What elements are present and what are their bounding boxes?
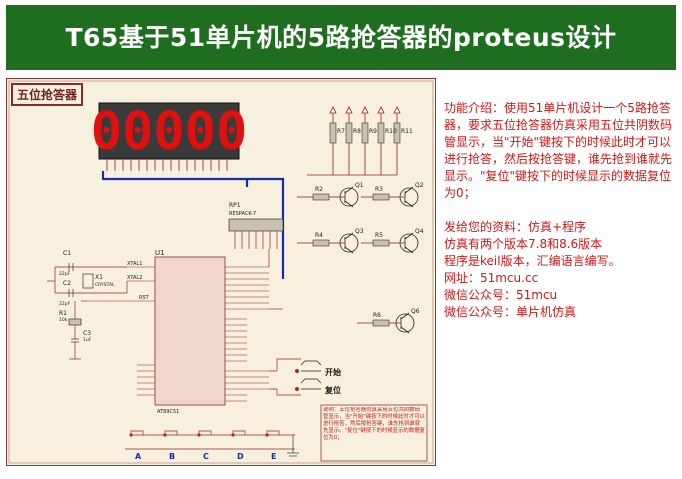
inner-border xyxy=(8,80,434,464)
crystal-value: CRYSTAL xyxy=(95,282,115,288)
resistor-label: R9 xyxy=(369,128,377,135)
base-resistor-label: R5 xyxy=(375,232,383,239)
oscillator-labels: C1 22pF C2 22pF X1 CRYSTAL R1 10k C3 1uF xyxy=(59,250,115,343)
display-digits: 00000 xyxy=(91,102,248,162)
cap-value: 1uF xyxy=(83,337,92,343)
cap-label: C2 xyxy=(63,280,71,287)
resistor-label: R8 xyxy=(353,128,361,135)
oscillator-circuit xyxy=(47,263,128,360)
key-label-e: E xyxy=(271,452,276,461)
rp-label: RP1 xyxy=(229,202,241,209)
base-resistor-label: R6 xyxy=(373,312,381,319)
key-labels: A B C D E xyxy=(135,452,276,461)
wechat-line: 微信公众号：51mcu xyxy=(444,288,558,302)
schematic-frame-label: 五位抢答器 xyxy=(11,83,84,106)
start-label: 开始 xyxy=(325,367,341,377)
seven-segment-display: 00000 xyxy=(91,102,248,171)
pin-xtal1: XTAL1 xyxy=(127,261,142,267)
rp-value: RESPACK-7 xyxy=(229,211,256,217)
note-box: 说明：五位抢答器仿真采用五位共阴数码管显示，当"开始"键按下的时候此时才可以进行… xyxy=(320,404,428,462)
cap-label: C3 xyxy=(83,330,91,337)
pin-rst: RST xyxy=(139,295,150,301)
key-dots xyxy=(129,433,269,437)
note-text: 说明：五位抢答器仿真采用五位共阴数码管显示，当"开始"键按下的时候此时才可以进行… xyxy=(323,407,425,441)
base-resistors: R2 R3 R4 R5 R6 Q1 Q2 Q3 Q4 Q6 xyxy=(297,182,424,327)
pin-xtal2: XTAL2 xyxy=(127,275,142,281)
display-body xyxy=(98,102,240,160)
info-line: 发给您的资料：仿真+程序 xyxy=(444,220,587,234)
reset-res-label: R1 xyxy=(59,310,67,317)
cap-value: 22pF xyxy=(59,301,71,307)
base-resistor-label: R3 xyxy=(375,186,383,193)
schematic-drawing: 00000 xyxy=(8,80,434,464)
key-label-b: B xyxy=(169,452,175,461)
description-panel: 功能介绍：使用51单片机设计一个5路抢答器，要求五位抢答器仿真采用五位共阴数码管… xyxy=(444,100,676,321)
reset-res-value: 10k xyxy=(59,317,68,323)
transistor-label: Q2 xyxy=(415,182,424,189)
transistor-label: Q1 xyxy=(355,182,364,189)
resistor-label: R7 xyxy=(337,128,345,135)
cap-value: 22pF xyxy=(59,271,71,277)
display-pins xyxy=(106,159,228,171)
wechat-line: 微信公众号：单片机仿真 xyxy=(444,305,577,319)
mcu-chip: U1 AT89C51 XTAL1 XTAL2 xyxy=(87,249,301,415)
info-line: 程序是keil版本，汇编语言编写。 xyxy=(444,254,621,268)
mcu-label: U1 xyxy=(155,249,165,257)
control-buttons xyxy=(295,360,322,391)
mcu-part: AT89C51 xyxy=(157,409,179,415)
info-line: 仿真有两个版本7.8和8.6版本 xyxy=(444,237,603,251)
key-label-d: D xyxy=(237,452,244,461)
crystal-label: X1 xyxy=(95,274,103,281)
top-resistor-array: R7 R8 R9 R10 R11 xyxy=(307,106,413,176)
key-label-a: A xyxy=(135,452,142,461)
transistor-label: Q3 xyxy=(355,228,364,235)
key-label-c: C xyxy=(203,452,209,461)
resistor-pack: RP1 RESPACK-7 xyxy=(228,202,284,249)
feature-intro: 功能介绍：使用51单片机设计一个5路抢答器，要求五位抢答器仿真采用五位共阴数码管… xyxy=(444,101,673,200)
schematic-canvas[interactable]: 00000 xyxy=(6,78,436,466)
website-line: 网址：51mcu.cc xyxy=(444,271,539,285)
page-title: T65基于51单片机的5路抢答器的proteus设计 xyxy=(65,23,617,52)
transistor-label: Q4 xyxy=(415,228,424,235)
transistor-label: Q6 xyxy=(411,308,420,315)
reset-label: 复位 xyxy=(324,385,341,395)
resistor-label: R11 xyxy=(401,128,413,135)
title-banner: T65基于51单片机的5路抢答器的proteus设计 xyxy=(6,5,676,70)
base-resistor-label: R4 xyxy=(315,232,323,239)
resistor-label: R10 xyxy=(385,128,397,135)
base-resistor-label: R2 xyxy=(315,186,323,193)
cap-label: C1 xyxy=(63,250,71,257)
